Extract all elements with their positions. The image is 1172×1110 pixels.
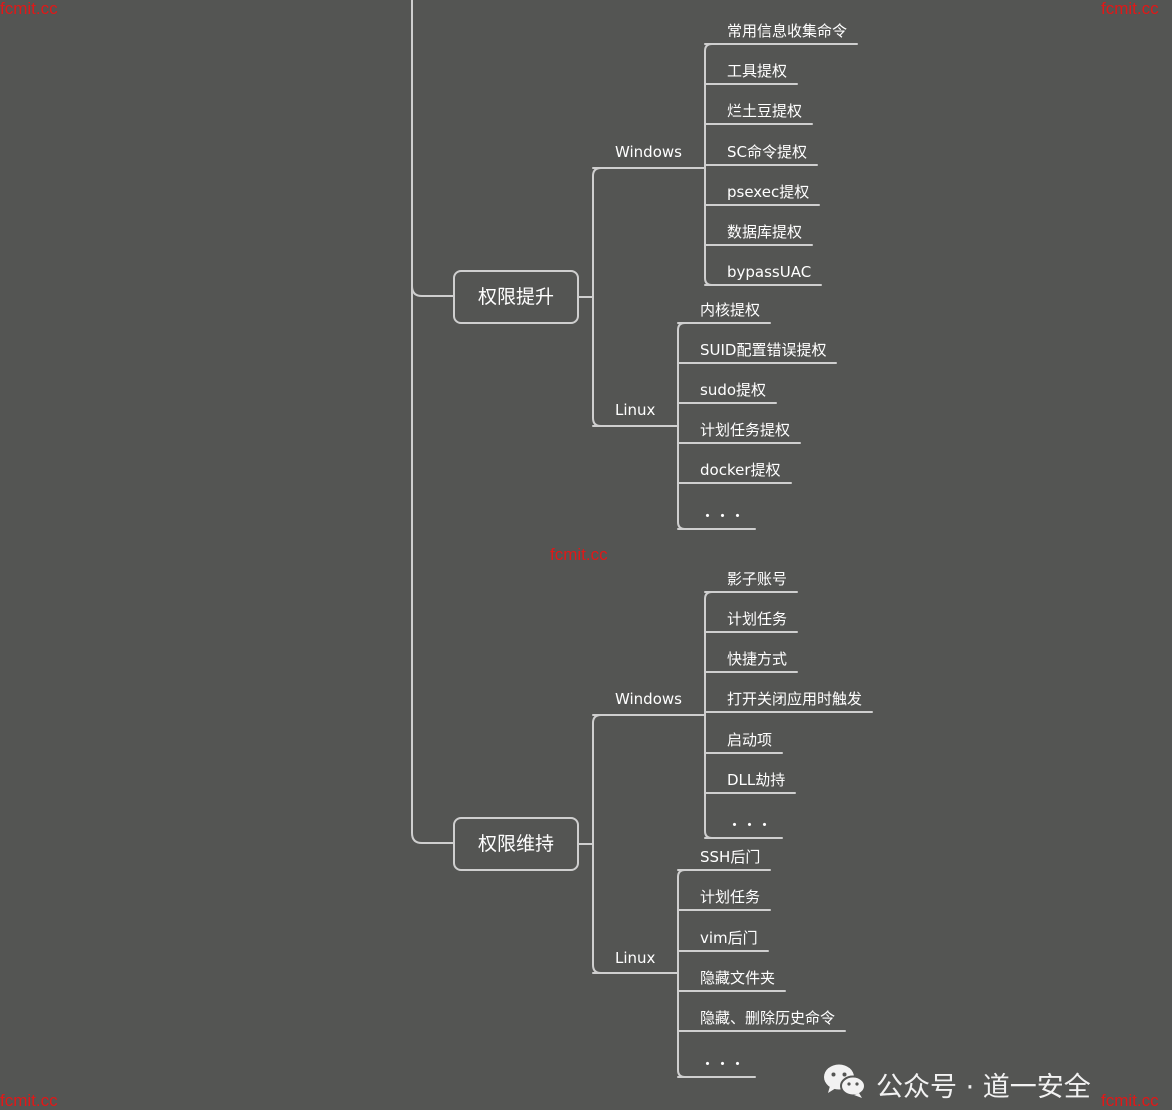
branch-spine-persistence bbox=[592, 714, 602, 974]
leaf-item[interactable]: 影子账号 bbox=[727, 570, 788, 588]
leaf-item[interactable]: DLL劫持 bbox=[727, 771, 786, 789]
leaf-item[interactable]: SC命令提权 bbox=[727, 143, 807, 161]
leaf-item[interactable]: 计划任务 bbox=[700, 888, 761, 906]
watermark-top-left: fcmit.cc bbox=[0, 0, 58, 18]
trunk-branch-escalation bbox=[411, 285, 454, 297]
leaf-item[interactable]: 快捷方式 bbox=[727, 650, 788, 668]
leaf-item[interactable]: 工具提权 bbox=[727, 62, 788, 80]
leaf-item[interactable]: bypassUAC bbox=[727, 263, 812, 281]
leaf-item[interactable]: 烂土豆提权 bbox=[727, 102, 803, 120]
leaf-item[interactable]: ・・・ bbox=[700, 507, 746, 525]
watermark-bottom-right: fcmit.cc bbox=[1101, 1091, 1159, 1110]
leaf-spine bbox=[704, 43, 713, 286]
leaf-item[interactable]: 常用信息收集命令 bbox=[727, 22, 848, 40]
trunk-line bbox=[411, 0, 454, 844]
leaf-item[interactable]: vim后门 bbox=[700, 929, 758, 947]
leaf-item[interactable]: 计划任务 bbox=[727, 610, 788, 628]
leaf-spine bbox=[704, 591, 713, 839]
leaf-item[interactable]: SUID配置错误提权 bbox=[700, 341, 827, 359]
leaf-item[interactable]: docker提权 bbox=[700, 461, 781, 479]
node-privilege-persistence[interactable]: 权限维持 bbox=[453, 817, 579, 871]
branch-persistence-linux[interactable]: Linux bbox=[615, 949, 656, 967]
leaf-item[interactable]: sudo提权 bbox=[700, 381, 767, 399]
watermark-center: fcmit.cc bbox=[550, 545, 608, 564]
branch-persistence-windows[interactable]: Windows bbox=[615, 690, 682, 708]
footer-text: 公众号 · 道一安全 bbox=[876, 1071, 1091, 1103]
leaf-item[interactable]: SSH后门 bbox=[700, 848, 761, 866]
branch-escalation-windows[interactable]: Windows bbox=[615, 143, 682, 161]
leaf-item[interactable]: ・・・ bbox=[727, 816, 773, 834]
leaf-item[interactable]: 隐藏、删除历史命令 bbox=[700, 1009, 836, 1027]
wechat-icon bbox=[822, 1062, 868, 1107]
leaf-item[interactable]: 内核提权 bbox=[700, 301, 761, 319]
leaf-item[interactable]: 隐藏文件夹 bbox=[700, 969, 776, 987]
footer-credit: 公众号 · 道一安全 bbox=[822, 1064, 1091, 1104]
leaf-spine bbox=[677, 322, 686, 530]
branch-spine-escalation bbox=[592, 167, 602, 427]
branch-escalation-linux[interactable]: Linux bbox=[615, 401, 656, 419]
leaf-item[interactable]: 数据库提权 bbox=[727, 223, 803, 241]
leaf-item[interactable]: psexec提权 bbox=[727, 183, 810, 201]
node-privilege-escalation[interactable]: 权限提升 bbox=[453, 270, 579, 324]
leaf-item[interactable]: ・・・ bbox=[700, 1055, 746, 1073]
watermark-top-right: fcmit.cc bbox=[1101, 0, 1159, 18]
watermark-bottom-left: fcmit.cc bbox=[0, 1091, 58, 1110]
leaf-item[interactable]: 启动项 bbox=[727, 731, 773, 749]
leaf-spine bbox=[677, 869, 686, 1078]
leaf-item[interactable]: 打开关闭应用时触发 bbox=[727, 690, 863, 708]
leaf-item[interactable]: 计划任务提权 bbox=[700, 421, 791, 439]
